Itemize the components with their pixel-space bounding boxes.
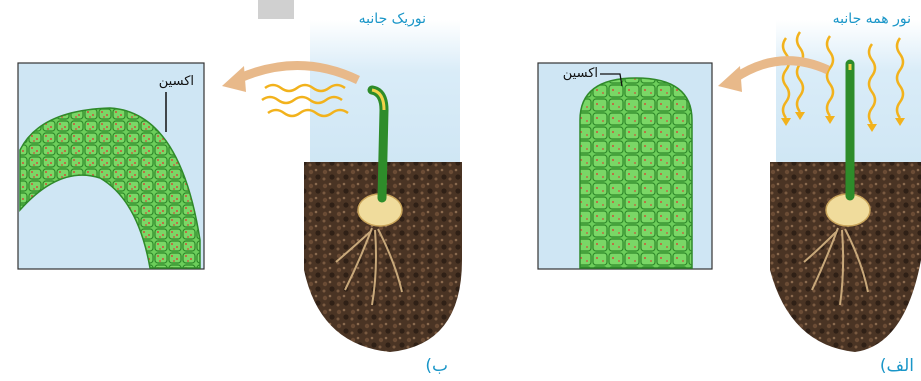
panel-label-b: ب) [418,356,448,376]
title-omnidirectional-light: نور همه جانبه [795,11,911,27]
auxin-label-left: اکسین [142,74,194,89]
title-unilateral-light: نوریک جانبه [330,11,426,27]
straight-tissue-right [580,78,692,268]
panel-label-alef: الف) [864,356,914,376]
auxin-label-right: اکسین [540,66,598,81]
